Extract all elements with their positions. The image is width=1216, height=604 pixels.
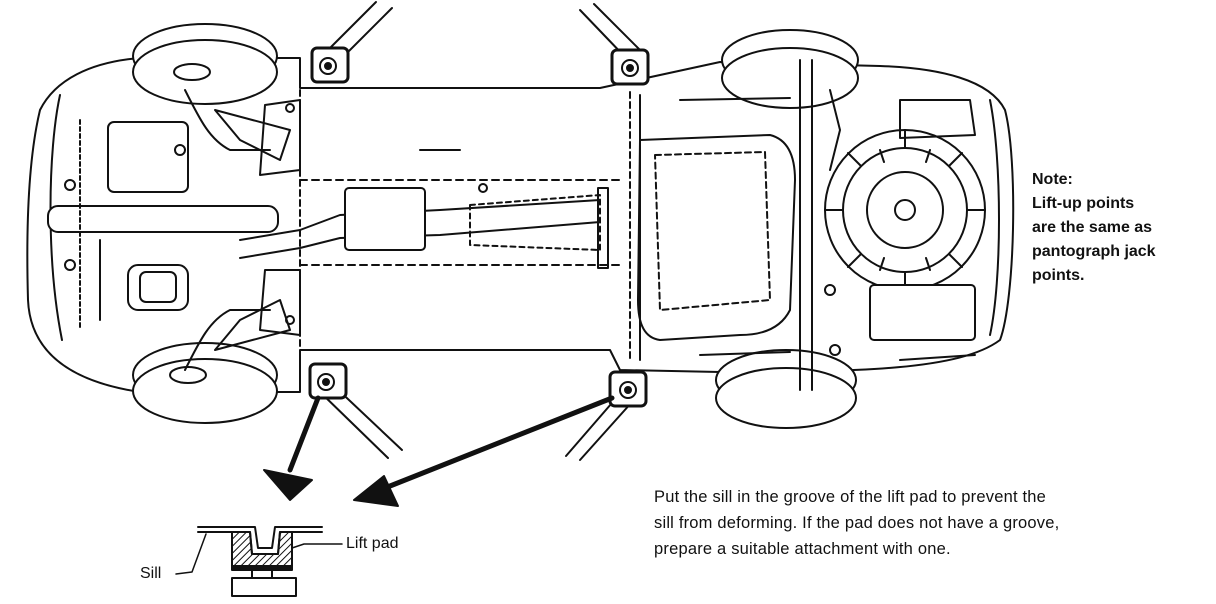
instruction-line-1: Put the sill in the groove of the lift p… [654, 488, 1047, 506]
lift-point-front-right [308, 362, 348, 400]
rear-right-wheel [715, 349, 857, 429]
detail-arrow-right [353, 395, 615, 507]
spare-tire [824, 129, 986, 291]
exhaust-and-driveshaft [239, 149, 621, 269]
rear-components [679, 89, 976, 361]
note-line-4: points. [1032, 267, 1085, 284]
rear-left-wheel [721, 29, 859, 109]
front-subframe [47, 89, 301, 371]
lift-point-front-left [310, 46, 350, 84]
instruction-line-3: prepare a suitable attachment with one. [654, 540, 951, 558]
note-block: Note: Lift-up points are the same as pan… [1032, 168, 1212, 288]
front-left-wheel [132, 23, 278, 105]
front-right-wheel [132, 342, 278, 424]
sill-lift-pad-detail [175, 526, 343, 597]
note-line-1: Lift-up points [1032, 195, 1135, 212]
detail-arrow-left [263, 395, 321, 501]
fuel-tank [637, 59, 813, 391]
sill-label: Sill [140, 565, 162, 582]
lift-point-rear-left [610, 48, 650, 86]
lift-pad-label: Lift pad [346, 535, 399, 552]
instruction-text: Put the sill in the groove of the lift p… [654, 484, 1214, 562]
instruction-line-2: sill from deforming. If the pad does not… [654, 514, 1060, 532]
note-title: Note: [1032, 171, 1073, 188]
lift-arm-rear-right [565, 395, 633, 461]
note-line-2: are the same as [1032, 219, 1153, 236]
lift-point-rear-right [608, 370, 648, 408]
note-line-3: pantograph jack [1032, 243, 1156, 260]
